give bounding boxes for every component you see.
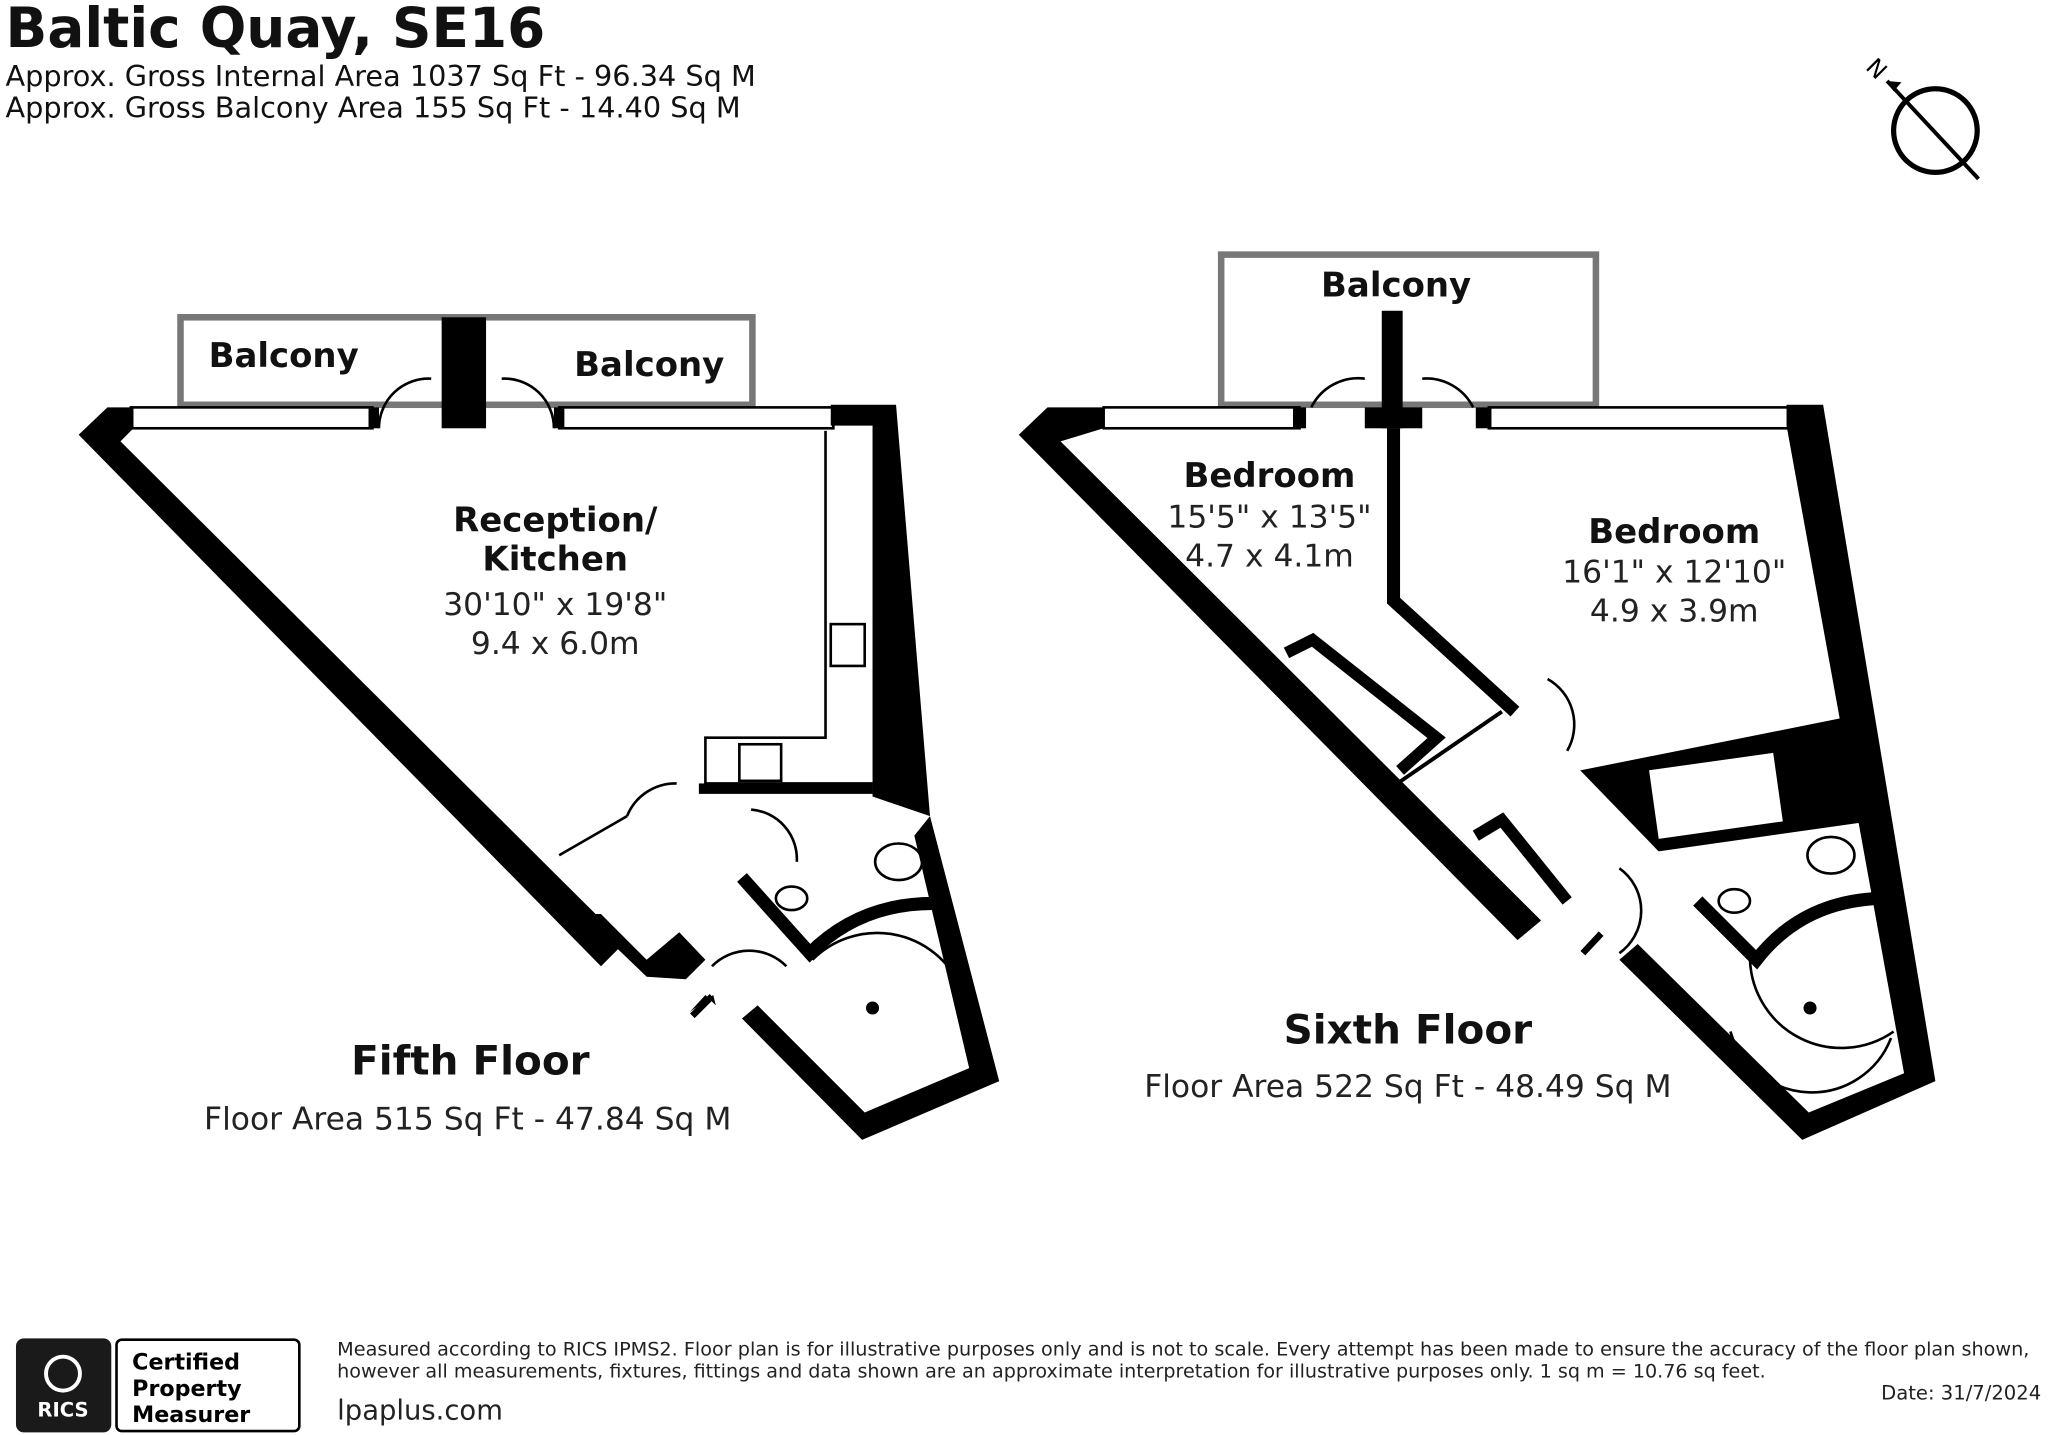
sixth-floor-plan: Balcony Bedroom 15'5" x 13'5" 4.7 x 4.1m… xyxy=(1018,251,1936,1140)
fifth-floor-plan: Balcony Balcony Reception/ Kitchen 30'10… xyxy=(78,314,1000,1140)
fifth-entrance-arrow-icon xyxy=(689,994,716,1012)
fifth-floor-area: Floor Area 515 Sq Ft - 47.84 Sq M xyxy=(204,1101,731,1137)
fifth-floor-title: Fifth Floor xyxy=(351,1037,589,1085)
certified-badge: Certified Property Measurer xyxy=(115,1338,301,1433)
sink-icon xyxy=(829,622,867,668)
badge-line3: Measurer xyxy=(132,1402,250,1428)
sixth-entrance-arrow-icon xyxy=(1580,931,1604,956)
website-link[interactable]: lpaplus.com xyxy=(337,1395,503,1426)
compass-icon: N xyxy=(1860,53,1980,181)
plan-date: Date: 31/7/2024 xyxy=(1881,1382,2041,1405)
sixth-floor-title: Sixth Floor xyxy=(1284,1005,1532,1053)
hob-icon xyxy=(738,742,783,783)
bedroom1-imperial: 15'5" x 13'5" xyxy=(1167,500,1371,536)
fifth-balcony-left-label: Balcony xyxy=(209,336,359,376)
fifth-balcony-right-label: Balcony xyxy=(574,345,724,385)
rics-logo-text: RICS xyxy=(37,1399,88,1422)
balcony-area: Approx. Gross Balcony Area 155 Sq Ft - 1… xyxy=(6,91,741,125)
bedroom2-label: Bedroom xyxy=(1588,512,1760,552)
reception-label-line2: Kitchen xyxy=(482,540,628,580)
compass-north-label: N xyxy=(1860,53,1892,85)
rics-logo: RICS xyxy=(15,1338,112,1433)
bedroom2-metric: 4.9 x 3.9m xyxy=(1590,594,1759,630)
sixth-floor-area: Floor Area 522 Sq Ft - 48.49 Sq M xyxy=(1144,1069,1671,1105)
bedroom1-metric: 4.7 x 4.1m xyxy=(1185,539,1354,575)
disclaimer-line1: Measured according to RICS IPMS2. Floor … xyxy=(337,1339,2029,1360)
shower-icon xyxy=(1646,749,1786,842)
sixth-balcony-outline xyxy=(1217,251,1600,409)
bedroom1-label: Bedroom xyxy=(1184,456,1356,496)
reception-label-line1: Reception/ xyxy=(453,500,658,540)
bedroom2-imperial: 16'1" x 12'10" xyxy=(1562,554,1786,590)
fifth-chimney xyxy=(441,317,487,429)
page-title: Baltic Quay, SE16 xyxy=(6,0,546,60)
badge-line1: Certified xyxy=(132,1350,240,1376)
internal-area: Approx. Gross Internal Area 1037 Sq Ft -… xyxy=(6,59,756,93)
badge-line2: Property xyxy=(132,1376,242,1402)
reception-metric: 9.4 x 6.0m xyxy=(471,626,640,662)
disclaimer-line2: however all measurements, fixtures, fitt… xyxy=(337,1362,1765,1383)
reception-imperial: 30'10" x 19'8" xyxy=(443,587,667,623)
sixth-balcony-label: Balcony xyxy=(1321,265,1471,305)
